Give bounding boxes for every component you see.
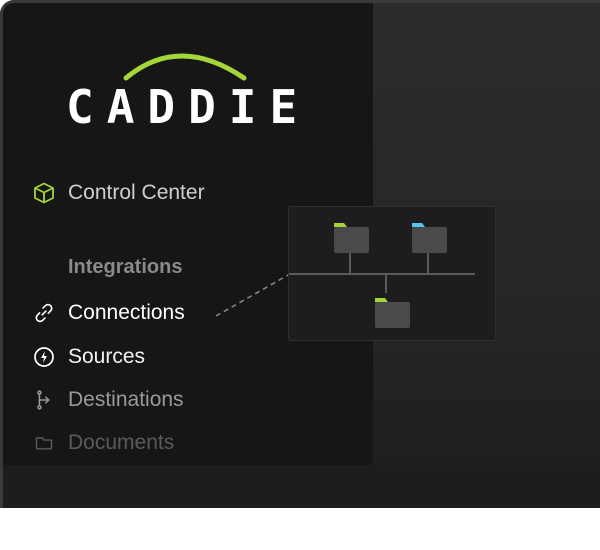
app-window: CADDIE Control Center Integrations Conne… bbox=[0, 0, 600, 508]
logo-arc bbox=[123, 53, 247, 81]
branch-icon bbox=[32, 388, 56, 412]
folder-icon bbox=[412, 223, 447, 253]
folder-icon bbox=[334, 223, 369, 253]
brand-name: CADDIE bbox=[66, 80, 311, 134]
nav-sources-label: Sources bbox=[68, 345, 146, 368]
nav-destinations-label: Destinations bbox=[68, 388, 184, 411]
nav-documents-label: Documents bbox=[68, 431, 175, 454]
nav-control-center[interactable]: Control Center bbox=[32, 178, 205, 208]
nav-destinations[interactable]: Destinations bbox=[32, 385, 184, 415]
folder-icon bbox=[32, 431, 56, 455]
connection-diagram-card bbox=[288, 206, 496, 341]
nav-connections[interactable]: Connections bbox=[32, 298, 185, 328]
brand-logo: CADDIE bbox=[66, 44, 308, 134]
section-integrations: Integrations bbox=[68, 256, 183, 278]
nav-control-center-label: Control Center bbox=[68, 181, 205, 204]
bottom-bar bbox=[0, 465, 600, 508]
folder-tree-diagram bbox=[289, 223, 475, 328]
bolt-circle-icon bbox=[32, 345, 56, 369]
nav-documents[interactable]: Documents bbox=[32, 428, 174, 458]
nav-connections-label: Connections bbox=[68, 301, 185, 324]
cube-icon bbox=[32, 181, 56, 205]
link-icon bbox=[32, 301, 56, 325]
folder-icon bbox=[375, 298, 410, 328]
nav-sources[interactable]: Sources bbox=[32, 342, 145, 372]
